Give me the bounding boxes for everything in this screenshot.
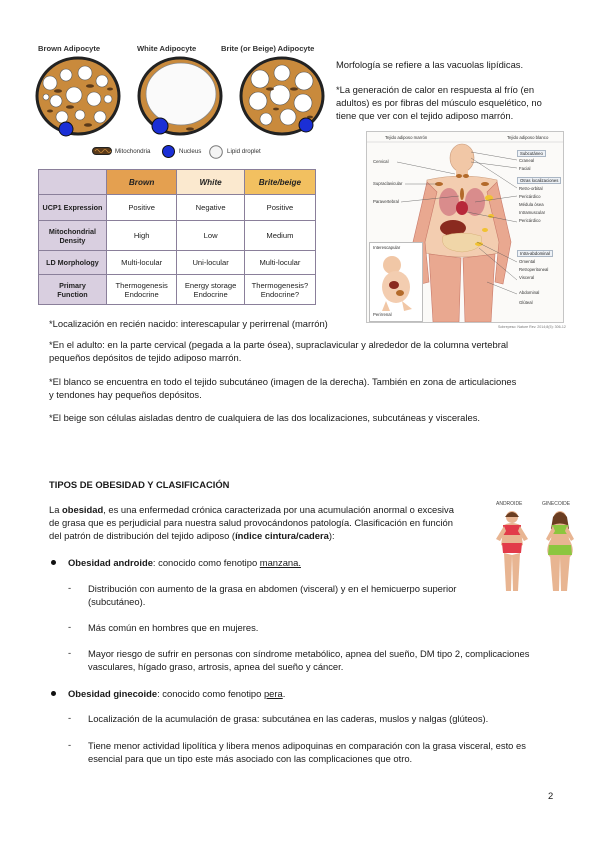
label-gluteal: Glúteal <box>519 300 533 305</box>
label-retroperitoneal: Retroperitoneal <box>519 267 549 272</box>
table-header-beige: Brite/beige <box>243 169 317 195</box>
table-cell: Positive <box>105 194 178 221</box>
gynoid-item-2: Tiene menor actividad lipolítica y liber… <box>88 740 526 764</box>
label-perirrenal: Perirrenal <box>373 312 392 317</box>
label-craneal: Craneal <box>519 158 535 163</box>
label-facial: Facial <box>519 166 531 171</box>
label-abdominal: Abdominal <box>519 290 540 295</box>
label-paravertebral: Paravertebral <box>373 199 399 204</box>
gynoid-figure-label: GINECOIDE <box>542 501 571 507</box>
table-cell: Low <box>176 220 245 251</box>
table-cell: Positive <box>243 194 317 221</box>
table-cell: Multi-locular <box>243 250 317 275</box>
morfologia-note: Morfología se refiere a las vacuolas lip… <box>336 59 524 70</box>
label-interescapular: Interescapular <box>373 245 401 250</box>
newborn-inset: Interescapular Perirrenal <box>369 242 423 322</box>
label-cervical: Cervical <box>373 159 389 164</box>
label-supraclavicular: Supraclavicular <box>373 181 403 186</box>
label-omental: Omental <box>519 259 536 264</box>
label-retro-orbital: Retro-orbital <box>519 186 543 191</box>
android-item-3: Mayor riesgo de sufrir en personas con s… <box>88 648 530 672</box>
dash-icon: - <box>68 739 72 750</box>
dash-icon: - <box>68 712 72 723</box>
table-header-brown: Brown <box>105 169 178 195</box>
table-cell: Medium <box>243 220 317 251</box>
dash-icon: - <box>68 582 72 593</box>
white-adipocyte-title: White Adipocyte <box>137 44 197 53</box>
adipocyte-comparison-table: Brown White Brite/beige UCP1 Expression … <box>38 169 317 305</box>
label-pericardico-2: Pericárdico <box>519 218 541 223</box>
anatomy-header-left: Tejido adiposo marrón <box>385 135 428 140</box>
label-pericardico: Pericárdico <box>519 194 541 199</box>
nucleus-icon <box>162 145 175 158</box>
legend-lipid-label: Lipid droplet <box>227 148 261 155</box>
row-label: UCP1 Expression <box>38 194 107 221</box>
row-label: LD Morphology <box>38 250 107 275</box>
label-medula: Médula ósea <box>519 202 544 207</box>
group-otras: Otras localizaciones <box>517 177 562 184</box>
table-cell: Uni-locular <box>176 250 245 275</box>
label-visceral: Visceral <box>519 275 535 280</box>
group-subcutaneo: Subcutáneo <box>517 150 546 157</box>
table-cell: Multi-locular <box>105 250 178 275</box>
mitochondria-icon <box>92 147 112 155</box>
adipocyte-legend: Mitochondria Nucleus Lipid droplet <box>92 145 332 159</box>
brown-adipocyte-title: Brown Adipocyte <box>38 44 101 53</box>
brown-adipocyte-cell <box>35 56 121 137</box>
dash-icon: - <box>68 647 72 658</box>
gynoid-obesity-heading: Obesidad ginecoide: conocido como fenoti… <box>68 688 286 699</box>
table-cell: Negative <box>176 194 245 221</box>
android-item-1: Distribución con aumento de la grasa en … <box>88 583 457 607</box>
newborn-illustration <box>382 256 412 311</box>
anatomy-figure: Tejido adiposo marrón Tejido adiposo bla… <box>366 131 564 323</box>
apple-pear-silhouettes <box>496 511 574 591</box>
newborn-location-paragraph: *Localización en recién nacido: interesc… <box>49 318 328 329</box>
android-item-2: Más común en hombres que en mujeres. <box>88 622 259 633</box>
dash-icon: - <box>68 621 72 632</box>
white-adipocyte-cell <box>137 56 223 136</box>
beige-adipocyte-cell <box>239 56 325 136</box>
page-number: 2 <box>548 790 554 801</box>
table-row: LD Morphology Multi-locular Uni-locular … <box>38 250 317 275</box>
adipocyte-illustrations <box>35 56 325 137</box>
table-cell: High <box>105 220 178 251</box>
adult-location-paragraph: *En el adulto: en la parte cervical (peg… <box>49 339 509 363</box>
table-cell: Thermogenesis?Endocrine? <box>243 274 317 305</box>
label-intramuscular: Intramuscular <box>519 210 546 215</box>
beige-fat-paragraph: *El beige son células aisladas dentro de… <box>49 412 480 423</box>
table-header-white: White <box>176 169 245 195</box>
group-intra-abdominal: Intra-abdominal <box>517 250 553 257</box>
human-body-illustration <box>367 141 563 322</box>
table-row: UCP1 Expression Positive Negative Positi… <box>38 194 317 221</box>
anatomy-credit: Sobrepeso: Nature Rev. 2014;8(5): 306-12 <box>498 325 566 329</box>
android-figure-label: ANDROIDE <box>496 501 523 507</box>
obesity-section-title: TIPOS DE OBESIDAD Y CLASIFICACIÓN <box>49 479 230 490</box>
legend-mitochondria-label: Mitochondria <box>115 148 151 155</box>
body-shape-figure: ANDROIDE GINECOIDE <box>490 497 584 593</box>
table-corner-cell <box>38 169 107 195</box>
legend-nucleus-label: Nucleus <box>179 148 202 155</box>
anatomy-header-right: Tejido adiposo blanco <box>507 135 549 140</box>
android-obesity-heading: Obesidad androide: conocido como fenotip… <box>68 557 301 568</box>
gynoid-bullet-icon <box>51 691 56 696</box>
obesity-intro: La obesidad, es una enfermedad crónica c… <box>49 504 454 541</box>
gynoid-item-1: Localización de la acumulación de grasa:… <box>88 713 489 724</box>
calor-note: *La generación de calor en respuesta al … <box>336 84 542 121</box>
lipid-droplet-icon <box>209 145 223 159</box>
beige-adipocyte-title: Brite (or Beige) Adipocyte <box>221 44 315 53</box>
android-bullet-icon <box>51 560 56 565</box>
white-fat-paragraph: *El blanco se encuentra en todo el tejid… <box>49 376 517 400</box>
